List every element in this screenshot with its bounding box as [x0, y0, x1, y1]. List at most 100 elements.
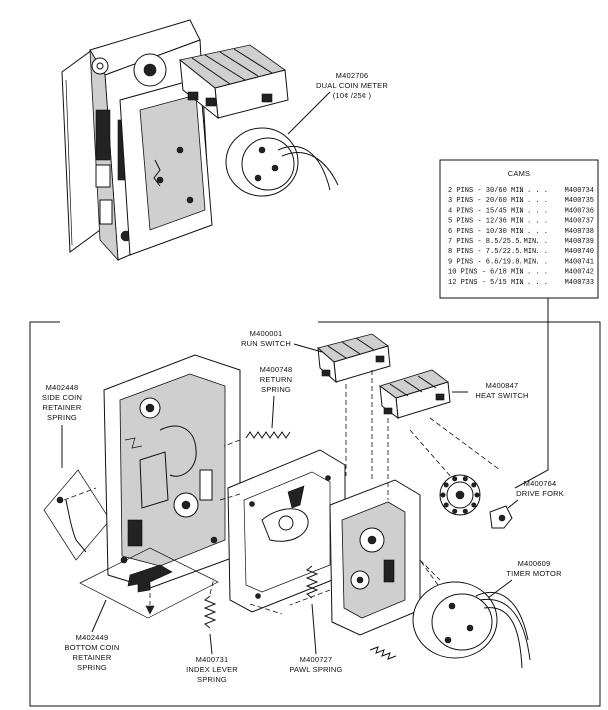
pawl-spring-line1: PAWL SPRING: [289, 665, 342, 674]
bottom-coin-spring-line2: RETAINER: [73, 653, 112, 662]
cam-row-leader-dots: . . . .: [519, 187, 548, 195]
bottom-coin-spring-line3: SPRING: [77, 663, 107, 672]
cam-pins: [440, 476, 480, 514]
drive-fork-callout: M400764 DRIVE FORK: [516, 479, 564, 498]
drive-fork-illustration: [489, 505, 513, 529]
index-lever-spring-line2: SPRING: [197, 675, 227, 684]
return-spring-line2: SPRING: [261, 385, 291, 394]
side-coin-spring-callout: M402448 SIDE COIN RETAINER SPRING: [42, 383, 82, 422]
timer-motor-leader: [487, 579, 513, 599]
top-timer-motor-illustration: [225, 127, 339, 197]
pawl-spring-callout: M400727 PAWL SPRING: [289, 655, 342, 674]
heat-switch-part-number: M400847: [486, 381, 519, 390]
cam-row-description: 2 PINS - 30/60 MIN: [448, 187, 524, 195]
cam-row-description: 8 PINS - 7.5/22.5 MIN: [448, 248, 536, 256]
cam-row-description: 10 PINS - 6/18 MIN: [448, 269, 524, 277]
timer-motor-name: TIMER MOTOR: [506, 569, 562, 578]
index-lever-spring-callout: M400731 INDEX LEVER SPRING: [186, 655, 238, 684]
cam-row-leader-dots: . . . .: [519, 258, 548, 266]
assembly-guide: [219, 493, 241, 501]
cam-pin: [471, 482, 477, 488]
cam-pin: [462, 476, 468, 482]
pawl-spring-leader: [311, 603, 317, 655]
pawl-spring-part-number: M400727: [300, 655, 333, 664]
return-spring-callout: M400748 RETURN SPRING: [260, 365, 293, 394]
run-switch-illustration: [317, 333, 391, 480]
cam-pin: [452, 508, 458, 514]
cam-row-leader-dots: . . . .: [519, 248, 548, 256]
return-spring-part-number: M400748: [260, 365, 293, 374]
cam-row-description: 5 PINS - 12/36 MIN: [448, 218, 524, 226]
cam-pin: [474, 492, 480, 498]
cam-row-part-number: M400737: [565, 218, 594, 226]
assembly-guide: [409, 429, 453, 479]
cams-table-border: [439, 159, 599, 299]
cam-pin: [462, 508, 468, 514]
drive-fork-part-number: M400764: [524, 479, 557, 488]
cam-row-part-number: M400735: [565, 197, 594, 205]
bottom-coin-spring-leader: [91, 599, 107, 633]
cam-gear-illustration: [439, 474, 481, 516]
timer-motor-illustration: [369, 559, 531, 669]
cam-row-description: 3 PINS - 20/60 MIN: [448, 197, 524, 205]
cams-leader: [514, 298, 549, 489]
cam-row-part-number: M400742: [565, 269, 594, 277]
cam-row-description: 4 PINS - 15/45 MIN: [448, 207, 524, 215]
dual-coin-meter-callout: M402706 DUAL COIN METER (10¢ /25¢ ): [316, 71, 388, 100]
dual-coin-meter-name: DUAL COIN METER: [316, 81, 388, 90]
index-lever-spring-part-number: M400731: [196, 655, 229, 664]
cam-row-part-number: M400738: [565, 228, 594, 236]
cam-row-leader-dots: . . . .: [519, 238, 548, 246]
cam-pin: [440, 492, 446, 498]
dual-coin-meter-part-number: M402706: [336, 71, 369, 80]
dual-coin-meter-subtitle: (10¢ /25¢ ): [333, 91, 372, 100]
assembled-coin-meter-illustration: [61, 19, 339, 262]
cam-row-description: 9 PINS - 6.6/19.8 MIN: [448, 258, 536, 266]
heat-switch-name: HEAT SWITCH: [475, 391, 528, 400]
return-spring-illustration: [223, 431, 291, 447]
exploded-view-frame: [29, 321, 601, 707]
assembly-guide: [249, 603, 283, 615]
cam-pin: [443, 482, 449, 488]
run-switch-callout: M400001 RUN SWITCH: [241, 329, 291, 348]
pawl-spring-illustration: [305, 565, 319, 599]
cam-row-leader-dots: . . . .: [519, 279, 548, 287]
bottom-coin-retainer-spring-illustration: [79, 547, 219, 619]
return-spring-leader: [271, 395, 275, 429]
run-switch-leader: [293, 343, 323, 353]
bottom-coin-spring-part-number: M402449: [76, 633, 109, 642]
cam-row-description: 7 PINS - 8.5/25.5 MIN: [448, 238, 536, 246]
side-coin-spring-part-number: M402448: [46, 383, 79, 392]
mechanism-frame-illustration: [103, 354, 241, 589]
cam-row-leader-dots: . . . .: [519, 207, 548, 215]
bottom-coin-spring-callout: M402449 BOTTOM COIN RETAINER SPRING: [65, 633, 120, 672]
index-lever-spring-illustration: [203, 577, 217, 629]
timer-motor-callout: M400609 TIMER MOTOR: [506, 559, 562, 578]
heat-switch-illustration: [379, 369, 501, 500]
side-coin-spring-line1: SIDE COIN: [42, 393, 82, 402]
cam-row-leader-dots: . . . .: [519, 228, 548, 236]
drive-fork-name: DRIVE FORK: [516, 489, 564, 498]
index-lever-spring-leader: [209, 633, 213, 655]
cam-row-part-number: M400734: [565, 187, 594, 195]
cam-row-part-number: M400736: [565, 207, 594, 215]
gear-plate-illustration: [289, 479, 441, 636]
cam-pin: [443, 502, 449, 508]
cam-row-leader-dots: . . . .: [519, 197, 548, 205]
top-switch-block-illustration: [179, 44, 289, 120]
cam-plate-illustration: [227, 449, 346, 613]
drive-fork-leader: [507, 499, 519, 509]
cam-row-part-number: M400739: [565, 238, 594, 246]
bottom-coin-spring-line1: BOTTOM COIN: [65, 643, 120, 652]
side-coin-spring-line3: SPRING: [47, 413, 77, 422]
cam-row-part-number: M400741: [565, 258, 594, 266]
dual-coin-meter-leader: [287, 91, 331, 135]
index-lever-spring-line1: INDEX LEVER: [186, 665, 238, 674]
side-coin-retainer-spring-illustration: [43, 469, 111, 561]
timer-motor-part-number: M400609: [518, 559, 551, 568]
heat-switch-callout: M400847 HEAT SWITCH: [475, 381, 528, 400]
cams-table-title: CAMS: [508, 169, 530, 178]
